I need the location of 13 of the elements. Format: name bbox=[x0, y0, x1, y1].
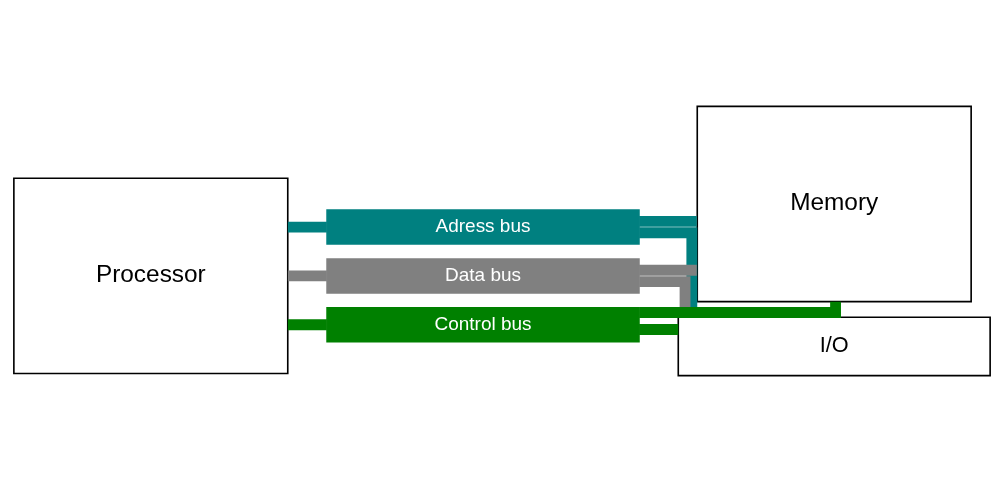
node-box: Data bus bbox=[326, 258, 640, 294]
connector bbox=[639, 216, 697, 227]
node-box: Processor bbox=[13, 177, 289, 375]
node-box: Memory bbox=[696, 105, 972, 303]
connector bbox=[639, 301, 841, 318]
connector bbox=[639, 324, 679, 335]
connector bbox=[287, 221, 327, 233]
connector bbox=[287, 319, 327, 331]
connector bbox=[639, 264, 697, 276]
node-box: Adress bus bbox=[326, 209, 640, 245]
node-box: Control bus bbox=[326, 306, 640, 343]
connector bbox=[287, 270, 327, 282]
node-box: I/O bbox=[677, 316, 991, 377]
